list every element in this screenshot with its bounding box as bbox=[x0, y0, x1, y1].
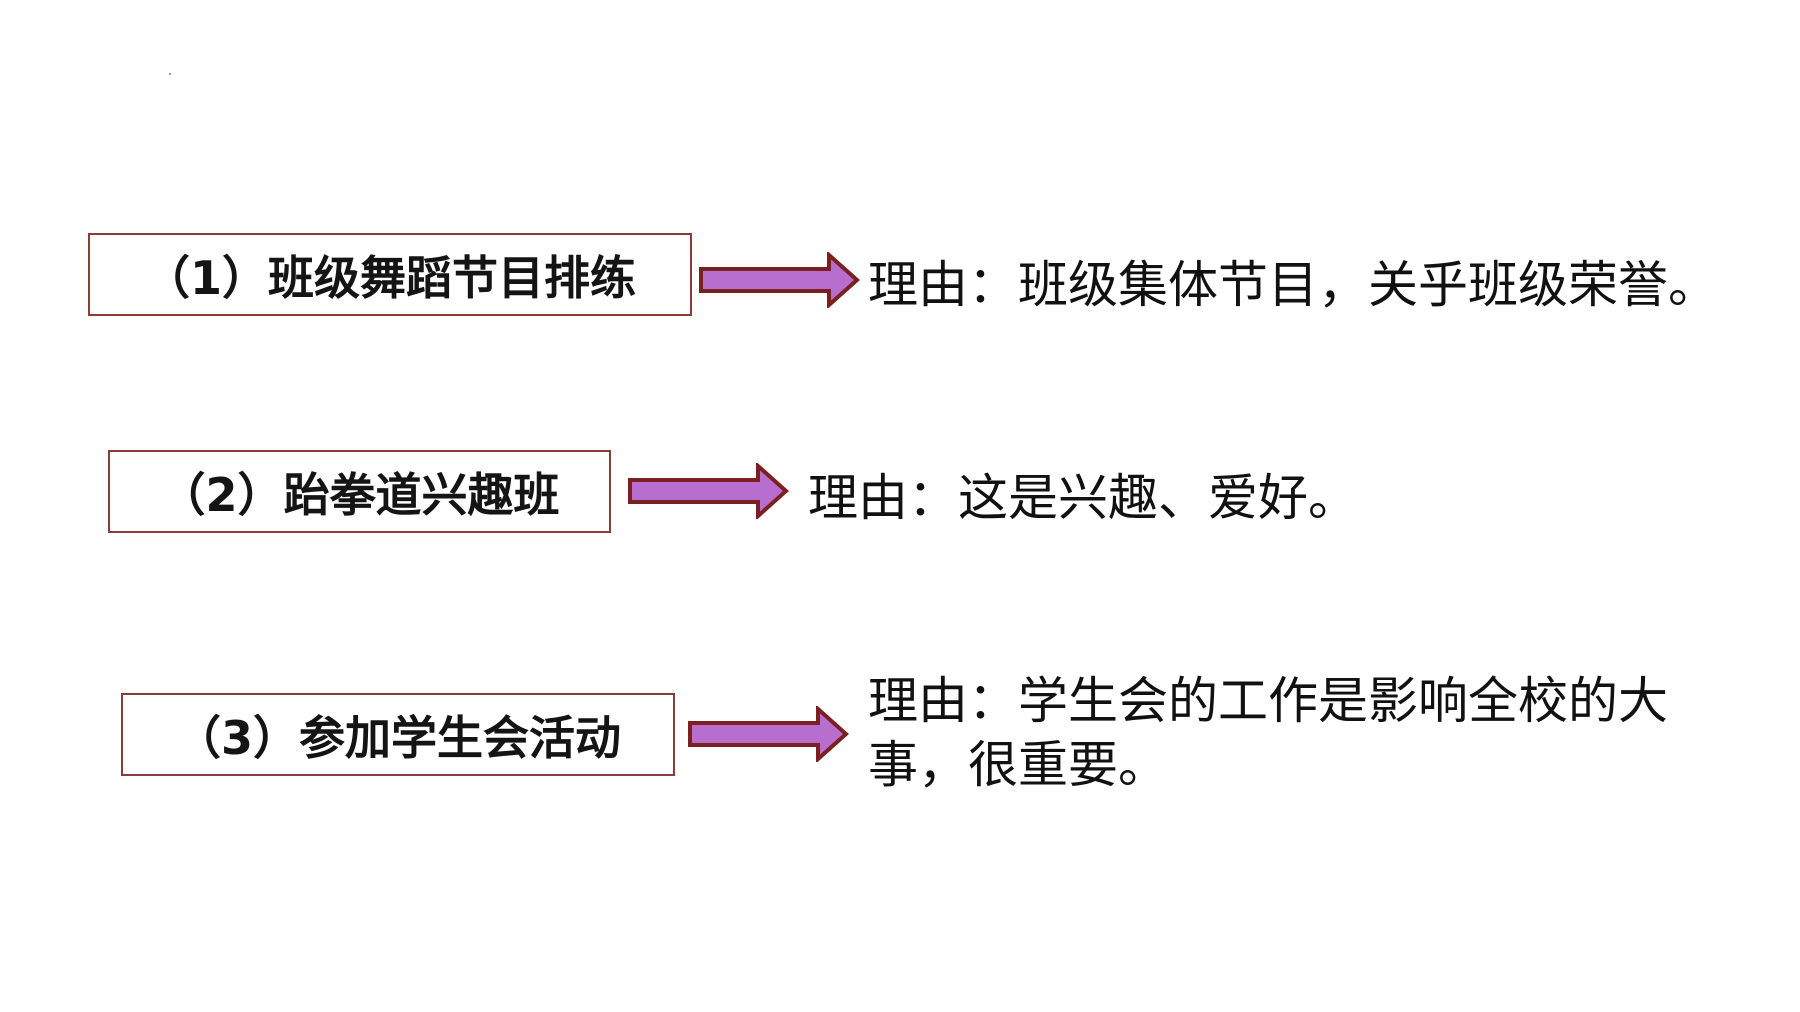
reason-text-3: 理由：学生会的工作是影响全校的大事，很重要。 bbox=[868, 672, 1668, 794]
reason-text-1: 理由：班级集体节目，关乎班级荣誉。 bbox=[868, 256, 1718, 314]
item-box-2: （2）跆拳道兴趣班 bbox=[108, 450, 611, 533]
right-arrow-icon bbox=[628, 463, 790, 519]
right-arrow-icon bbox=[688, 706, 850, 762]
item-box-3: （3）参加学生会活动 bbox=[121, 693, 675, 776]
right-arrow-icon bbox=[699, 252, 861, 308]
decorative-dot bbox=[169, 73, 171, 75]
item-label-2: （2）跆拳道兴趣班 bbox=[159, 467, 560, 522]
item-box-1: （1）班级舞蹈节目排练 bbox=[88, 233, 692, 316]
item-label-3: （3）参加学生会活动 bbox=[174, 710, 621, 765]
item-label-1: （1）班级舞蹈节目排练 bbox=[143, 250, 636, 305]
reason-text-2: 理由：这是兴趣、爱好。 bbox=[808, 469, 1358, 527]
